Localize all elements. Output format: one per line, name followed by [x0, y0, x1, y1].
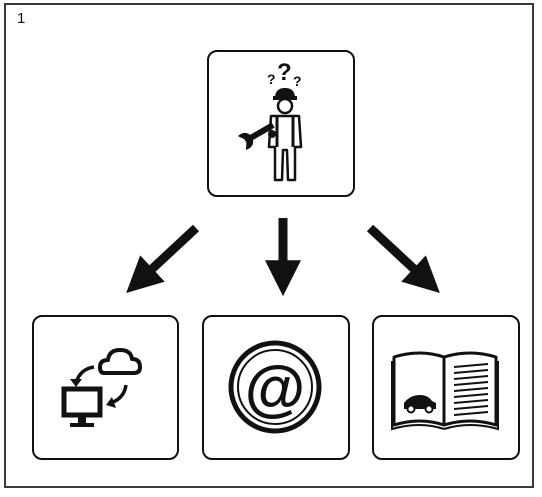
svg-text:?: ? [267, 71, 276, 87]
at-sign-email-icon: @ [228, 340, 322, 434]
email-card: @ [202, 315, 350, 460]
step-number: 1 [17, 10, 26, 27]
svg-text:?: ? [277, 59, 292, 86]
computer-cloud-card [32, 315, 179, 460]
arrow-right [366, 224, 440, 294]
owners-manual-book-icon [391, 351, 499, 431]
technician-card: ? ? ? [207, 50, 355, 197]
arrow-left [126, 224, 200, 294]
svg-text:?: ? [293, 73, 302, 89]
computer-cloud-sync-icon [61, 348, 142, 427]
svg-text:@: @ [245, 354, 305, 423]
technician-question-icon: ? ? ? [237, 59, 303, 182]
manual-card [372, 315, 520, 460]
